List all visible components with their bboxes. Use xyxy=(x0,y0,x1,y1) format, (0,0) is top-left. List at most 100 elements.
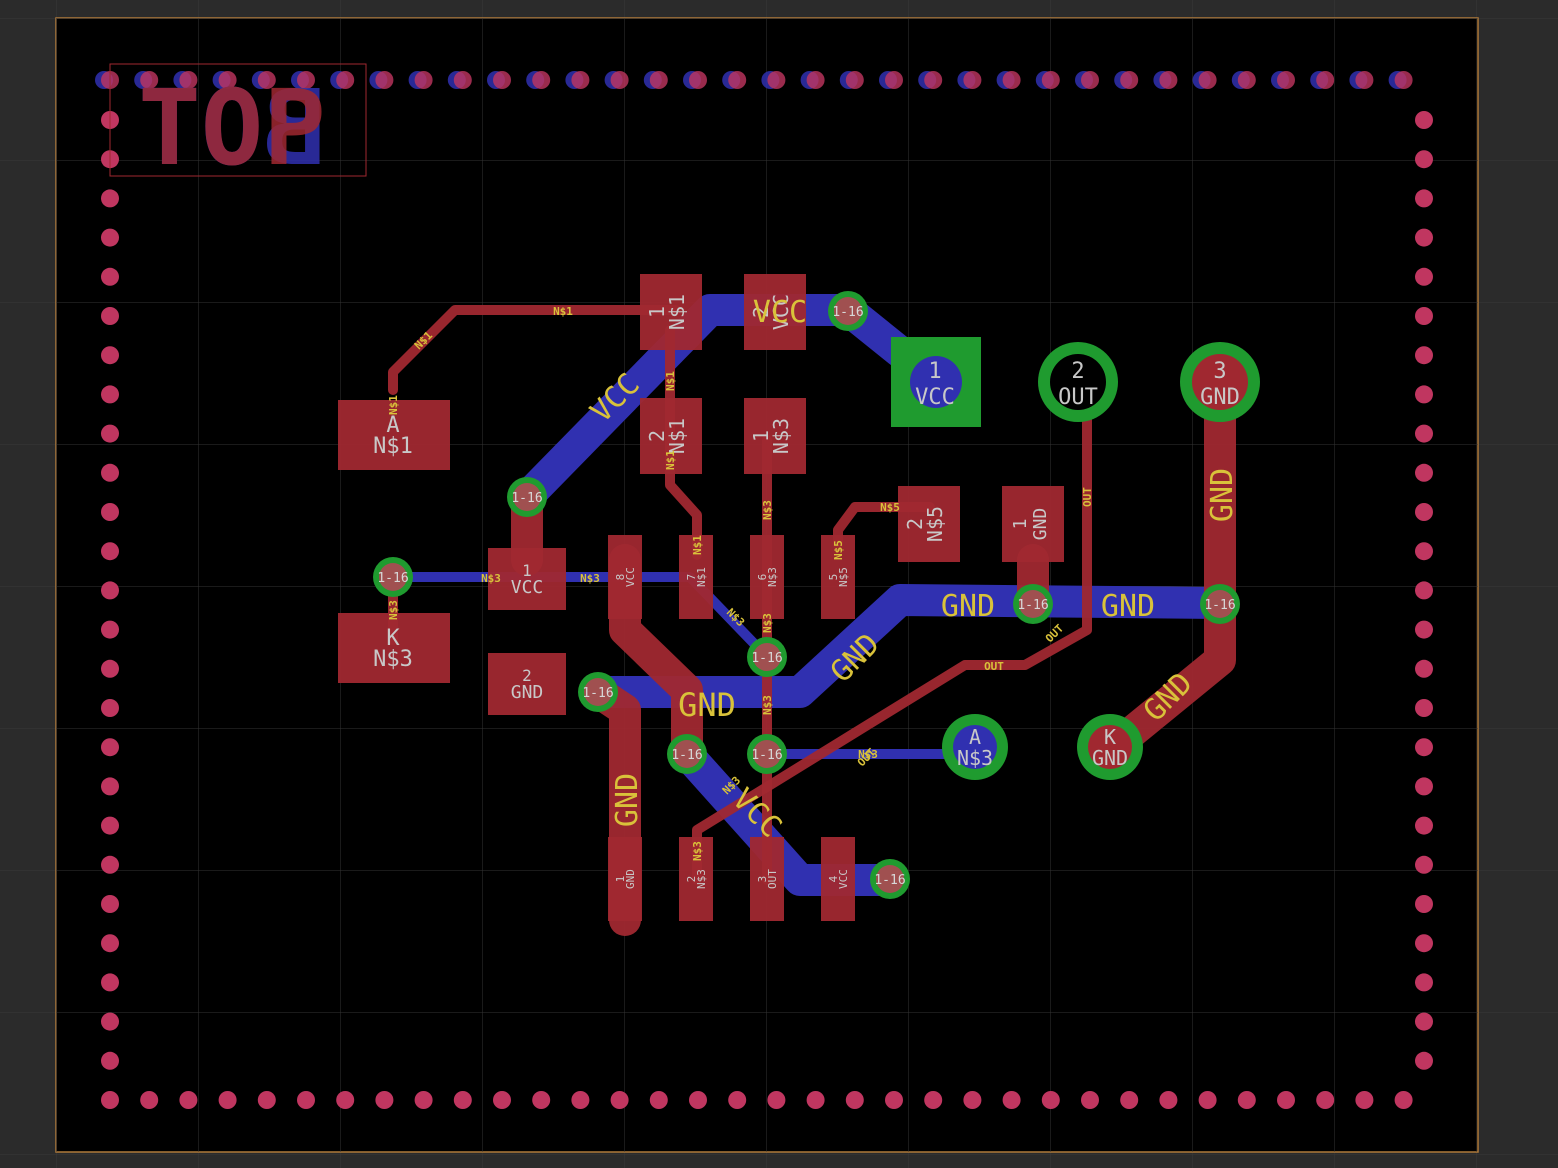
stitch-via xyxy=(1415,542,1433,561)
via[interactable]: 1-16 xyxy=(828,291,868,331)
stitch-via xyxy=(1237,1091,1256,1109)
via-label: 1-16 xyxy=(1204,598,1235,613)
stitch-via xyxy=(1120,1091,1139,1109)
stitch-via xyxy=(1415,699,1433,717)
stitch-via xyxy=(1394,1091,1413,1109)
bottom-layer-text: BOT xyxy=(138,67,326,189)
via[interactable]: 1-16 xyxy=(578,672,618,712)
stitch-via xyxy=(101,581,119,600)
stitch-via xyxy=(101,895,119,913)
pad-c-1 xyxy=(488,548,566,610)
pad-led-k xyxy=(338,613,450,683)
stitch-via xyxy=(885,1091,903,1109)
stitch-via xyxy=(414,71,433,89)
label-led2-a-num: A xyxy=(969,725,981,749)
label-j3-net: GND xyxy=(1200,385,1240,410)
stitch-via xyxy=(649,71,668,89)
via[interactable]: 1-16 xyxy=(747,637,787,677)
stitching-vias xyxy=(95,71,1433,1109)
stitch-via xyxy=(1277,1091,1295,1109)
label-ic7-num: 7 xyxy=(685,574,698,581)
pad-r2-1 xyxy=(744,398,806,474)
stitch-via xyxy=(610,1091,629,1109)
stitch-via xyxy=(924,71,943,89)
label-gnd-5: GND xyxy=(1205,468,1240,522)
label-r3-1-num: 1 xyxy=(1010,519,1031,530)
stitch-via xyxy=(1041,1091,1060,1109)
stitch-via xyxy=(453,1091,472,1109)
via[interactable]: 1-16 xyxy=(1200,584,1240,624)
smd-pads xyxy=(338,274,1064,921)
stitch-via xyxy=(101,1012,119,1031)
via[interactable]: 1-16 xyxy=(870,859,910,899)
stitch-via xyxy=(1415,1012,1433,1031)
label-n3-c: N$3 xyxy=(387,600,400,620)
label-n5-a: N$5 xyxy=(880,501,900,514)
stitch-via xyxy=(728,1091,747,1109)
label-ic4-net: VCC xyxy=(837,869,850,889)
stitch-via xyxy=(806,1091,825,1109)
stitch-via xyxy=(767,1091,786,1109)
label-ic5-num: 5 xyxy=(827,574,840,581)
label-ic6-num: 6 xyxy=(756,574,769,581)
stitch-via xyxy=(610,71,629,89)
stitch-via xyxy=(1277,71,1295,89)
stitch-via xyxy=(297,71,315,89)
stitch-via xyxy=(1415,855,1433,874)
label-r1-1-num: 1 xyxy=(645,306,669,318)
stitch-via xyxy=(767,71,786,89)
stitch-via xyxy=(101,1051,119,1070)
label-c1-net: VCC xyxy=(511,577,544,598)
stitch-via xyxy=(1355,1091,1374,1109)
pad-r3-2 xyxy=(898,486,960,562)
stitch-via xyxy=(414,1091,433,1109)
layer-marker: BOT TOP xyxy=(109,63,367,189)
label-led-k-num: K xyxy=(386,626,400,651)
label-n1-c: N$1 xyxy=(387,395,400,415)
label-led-k-net: N$3 xyxy=(373,647,413,672)
label-ic4-num: 4 xyxy=(827,875,840,882)
stitch-via xyxy=(101,934,119,953)
via[interactable]: 1-16 xyxy=(507,477,547,517)
stitch-via xyxy=(101,346,119,365)
stitch-via xyxy=(140,1091,159,1109)
pad-ic-5 xyxy=(821,535,855,619)
stitch-via xyxy=(532,1091,551,1109)
stitch-via xyxy=(101,424,119,443)
via[interactable]: 1-16 xyxy=(747,734,787,774)
label-r2-2-num: 2 xyxy=(645,430,669,442)
stitch-via xyxy=(1159,1091,1178,1109)
label-n3-f: N$3 xyxy=(761,695,774,715)
stitch-via xyxy=(806,71,825,89)
stitch-via xyxy=(1198,1091,1217,1109)
stitch-via xyxy=(1415,463,1433,482)
label-ic2-net: N$3 xyxy=(695,869,708,889)
label-ic5-net: N$5 xyxy=(837,567,850,587)
via[interactable]: 1-16 xyxy=(1013,584,1053,624)
label-ic7-net: N$1 xyxy=(695,567,708,587)
stitch-via xyxy=(493,1091,511,1109)
label-led-a-net: N$1 xyxy=(373,434,413,459)
label-ic6-net: N$3 xyxy=(766,567,779,587)
label-n3-d: N$3 xyxy=(761,500,774,520)
label-out-b: OUT xyxy=(984,660,1004,673)
label-r2-1-num: 1 xyxy=(749,430,773,442)
via-label: 1-16 xyxy=(751,748,782,763)
label-vcc-2: VCC xyxy=(753,295,807,330)
stitch-via xyxy=(1415,816,1433,835)
stitch-via xyxy=(1415,385,1433,404)
stitch-via xyxy=(1120,71,1139,89)
stitch-via xyxy=(1002,1091,1021,1109)
stitch-via xyxy=(885,71,903,89)
label-n3-a: N$3 xyxy=(481,572,501,585)
via[interactable]: 1-16 xyxy=(373,557,413,597)
pad-r1-2 xyxy=(744,274,806,350)
label-ic3-num: 3 xyxy=(756,876,769,883)
pad-r3-1 xyxy=(1002,486,1064,562)
stitch-via xyxy=(1415,150,1433,169)
via[interactable]: 1-16 xyxy=(667,734,707,774)
stitch-via xyxy=(963,71,982,89)
stitch-via xyxy=(1316,71,1335,89)
